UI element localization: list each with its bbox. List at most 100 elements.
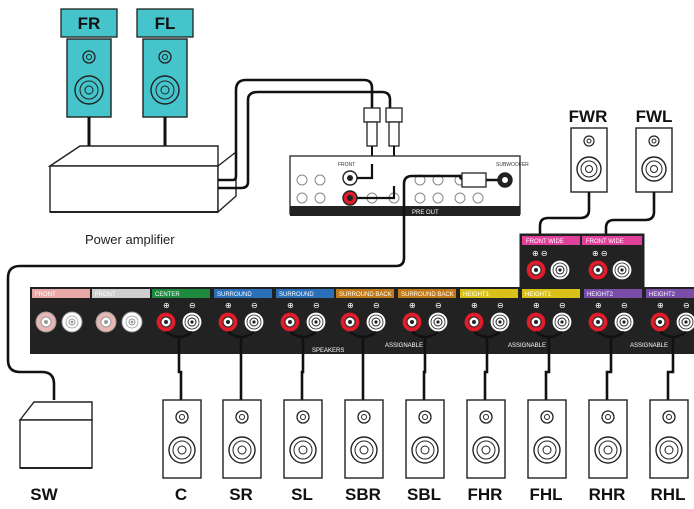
minus-mark-6: ⊖ <box>435 301 442 310</box>
section-label-7: HEIGHT1 <box>463 292 490 298</box>
subwoofer: SW <box>18 401 93 504</box>
section-header-2 <box>152 289 210 298</box>
section-header-6 <box>398 289 456 298</box>
wire-fhl <box>544 338 551 400</box>
terminal-pos-9 <box>587 311 609 333</box>
terminal-pos-0 <box>35 311 57 333</box>
fw-term-label-2: FRONT WIDE <box>586 239 624 245</box>
terminal-pos-4 <box>279 311 301 333</box>
fwr-speaker <box>570 127 608 193</box>
sub-rca-plug <box>461 172 487 188</box>
section-label-4: SURROUND <box>279 292 314 298</box>
terminal-neg-9 <box>613 311 635 333</box>
subwoofer-cable <box>6 174 498 400</box>
wire-loop-rhr <box>597 331 625 339</box>
fw-term-label-1: FRONT WIDE <box>526 239 564 245</box>
wire-loop-sbr <box>349 331 377 339</box>
minus-mark-5: ⊖ <box>373 301 380 310</box>
speaker-label-sl: SL <box>291 485 313 504</box>
section-label-8: HEIGHT1 <box>525 292 552 298</box>
terminal-pos-10 <box>649 311 671 333</box>
wire-rhl <box>666 338 675 400</box>
wire-loop-sl <box>289 331 317 339</box>
terminal-neg-6 <box>427 311 449 333</box>
speaker-sbl <box>405 399 445 479</box>
plus-mark-2: ⊕ <box>163 301 170 310</box>
preout-panel: PRE OUT FRONT SUBWOOFER <box>289 155 529 216</box>
plus-mark-4: ⊕ <box>287 301 294 310</box>
terminal-neg-8 <box>551 311 573 333</box>
section-label-9: HEIGHT2 <box>587 292 614 298</box>
terminal-pos-6 <box>401 311 423 333</box>
plus-mark-7: ⊕ <box>471 301 478 310</box>
terminal-pos-2 <box>155 311 177 333</box>
wire-loop-c <box>165 331 193 339</box>
terminal-neg-10 <box>675 311 694 333</box>
minus-mark-3: ⊖ <box>251 301 258 310</box>
section-label-0: FRONT <box>35 292 56 298</box>
fwl-wire <box>604 192 656 262</box>
section-header-8 <box>522 289 580 298</box>
section-header-1 <box>92 289 150 298</box>
wire-loop-rhl <box>659 331 687 339</box>
fr-label-box <box>60 8 118 38</box>
power-amplifier-label: Power amplifier <box>85 232 175 247</box>
plus-mark-10: ⊕ <box>657 301 664 310</box>
power-amplifier <box>47 145 237 214</box>
preout-label: PRE OUT <box>412 210 439 216</box>
minus-mark-2: ⊖ <box>189 301 196 310</box>
preout-sub-label: SUBWOOFER <box>496 162 529 168</box>
section-header-9 <box>584 289 642 298</box>
rca-lead-2 <box>357 186 396 200</box>
section-label-10: HEIGHT2 <box>649 292 676 298</box>
assignable-label-2: ASSIGNABLE <box>508 343 546 349</box>
fwl-speaker <box>635 127 673 193</box>
wire-c <box>177 338 183 400</box>
speaker-fhl <box>527 399 567 479</box>
section-label-6: SURROUND BACK <box>401 292 454 298</box>
fl-label: FL <box>155 14 176 33</box>
wire-loop-sr <box>227 331 255 339</box>
terminal-neg-7 <box>489 311 511 333</box>
fwr-wire <box>538 192 591 262</box>
fwr-label: FWR <box>569 107 608 126</box>
minus-mark-9: ⊖ <box>621 301 628 310</box>
plus-mark-8: ⊕ <box>533 301 540 310</box>
minus-mark-10: ⊖ <box>683 301 690 310</box>
speaker-sl <box>283 399 323 479</box>
rca-cable-2 <box>218 90 392 190</box>
wire-fhr <box>483 338 489 400</box>
wire-loop-fhl <box>535 331 563 339</box>
section-header-10 <box>646 289 694 298</box>
fr-label: FR <box>78 14 101 33</box>
speaker-label-rhl: RHL <box>651 485 686 504</box>
speaker-label-sbl: SBL <box>407 485 441 504</box>
plus-mark-6: ⊕ <box>409 301 416 310</box>
speaker-label-fhr: FHR <box>468 485 503 504</box>
assignable-label-1: ASSIGNABLE <box>385 343 423 349</box>
speaker-sbr <box>344 399 384 479</box>
front-wide-terminals: FRONT WIDE FRONT WIDE ⊕ ⊖ ⊕ ⊖ <box>519 233 645 291</box>
speaker-label-rhr: RHR <box>589 485 626 504</box>
terminal-neg-1 <box>121 311 143 333</box>
fwl-label: FWL <box>636 107 673 126</box>
terminal-neg-2 <box>181 311 203 333</box>
wire-loop-sbl <box>411 331 439 339</box>
plus-mark-5: ⊕ <box>347 301 354 310</box>
speaker-sr <box>222 399 262 479</box>
section-header-3 <box>214 289 272 298</box>
section-label-1: FRONT <box>95 292 116 298</box>
subwoofer-label: SW <box>30 485 58 504</box>
fl-label-box <box>136 8 194 38</box>
terminal-neg-5 <box>365 311 387 333</box>
rca-cable-1 <box>218 78 374 182</box>
speakers-label: SPEAKERS <box>312 348 344 354</box>
minus-mark-4: ⊖ <box>313 301 320 310</box>
front-speaker-fl: FL <box>136 8 194 118</box>
speaker-label-sbr: SBR <box>345 485 381 504</box>
speaker-c <box>162 399 202 479</box>
terminal-pos-8 <box>525 311 547 333</box>
svg-text:⊕ ⊖: ⊕ ⊖ <box>532 249 548 258</box>
terminal-pos-1 <box>95 311 117 333</box>
minus-mark-7: ⊖ <box>497 301 504 310</box>
